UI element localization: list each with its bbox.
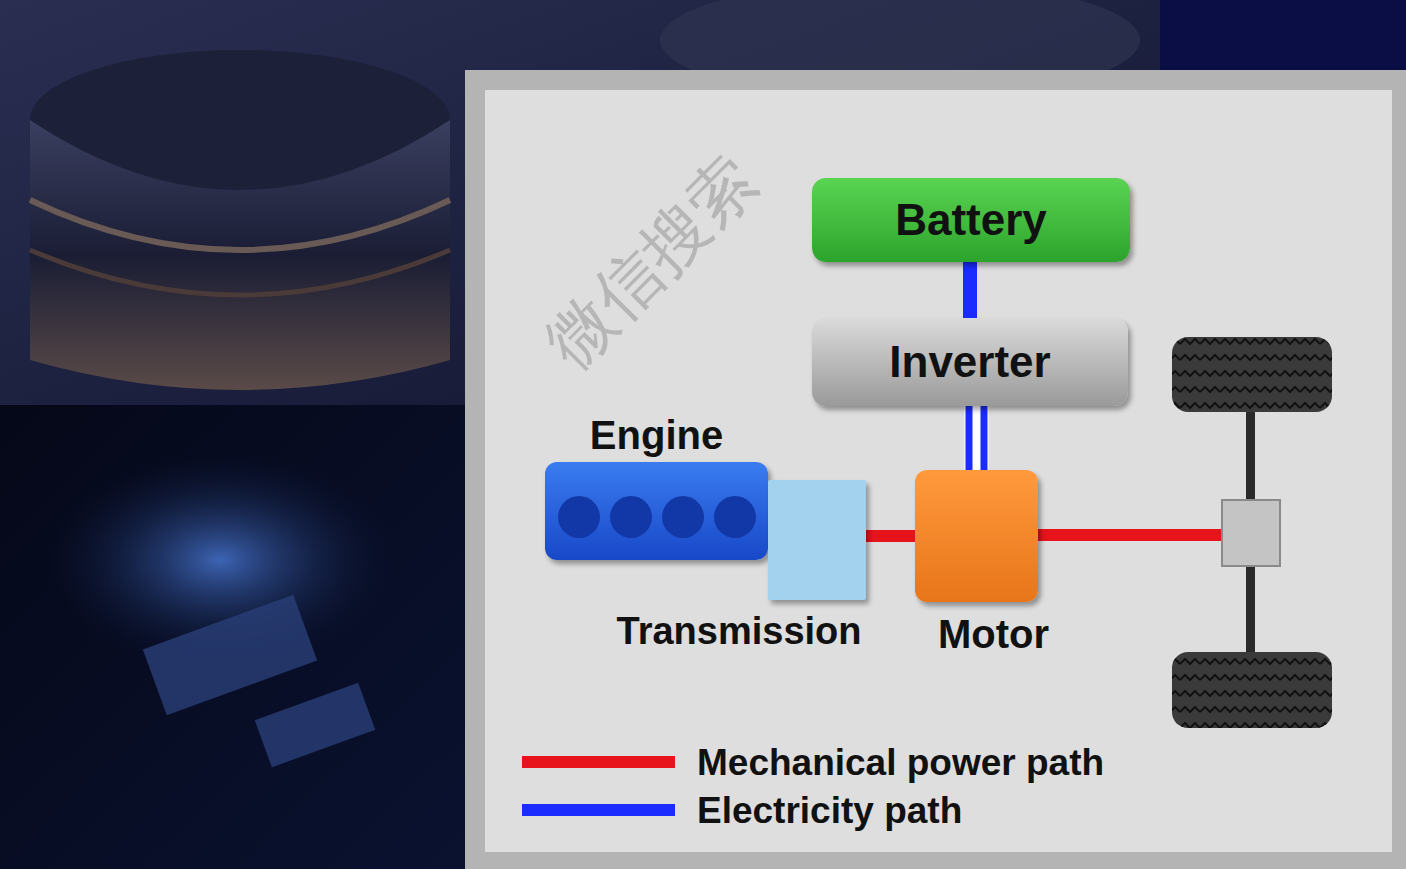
- motor-box: Motor: [915, 470, 1038, 602]
- part-name: Transmission: [617, 610, 862, 653]
- part-name: Engine: [590, 413, 723, 458]
- legend-text: Electricity path: [697, 790, 962, 832]
- transmission-box: Transmission: [768, 480, 866, 600]
- electricity-path: [963, 262, 977, 318]
- box-label: Inverter: [889, 337, 1050, 387]
- mechanical-path: [866, 530, 915, 542]
- legend-text: Mechanical power path: [697, 742, 1104, 784]
- engine-cylinders: [545, 462, 768, 560]
- watermark: 微信搜索: [527, 137, 777, 387]
- inverter-box: Inverter: [812, 318, 1128, 406]
- electricity-path-double: [965, 406, 989, 470]
- box-label: Battery: [895, 195, 1047, 245]
- engine-block: Engine: [545, 462, 768, 560]
- part-name: Motor: [938, 612, 1049, 657]
- battery-box: Battery: [812, 178, 1130, 262]
